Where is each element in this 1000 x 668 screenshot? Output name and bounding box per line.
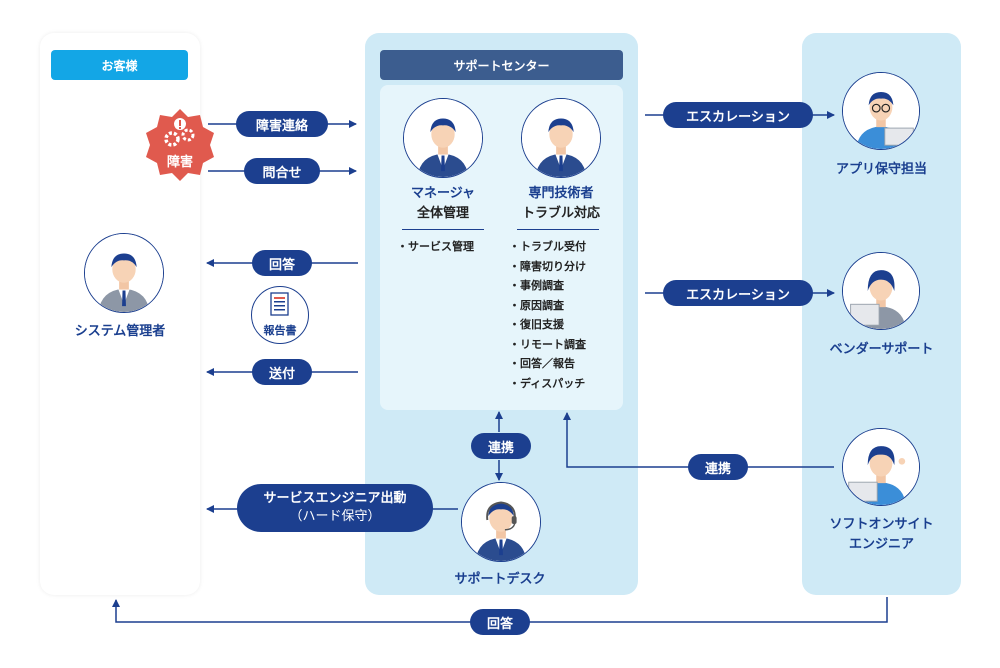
engineer-title: 専門技術者 トラブル対応 (505, 184, 617, 224)
person-avatar-icon (843, 253, 919, 329)
manager-title-line2: 全体管理 (416, 206, 469, 221)
engineer-title-line1: 専門技術者 (528, 186, 594, 201)
person-avatar-icon (404, 99, 482, 177)
onsite-engineer-avatar (842, 428, 920, 506)
dispatch-line2: （ハード保守） (289, 509, 381, 524)
engineer-avatar (521, 98, 601, 178)
collab-onsite-pill: 連携 (688, 454, 748, 480)
send-pill: 送付 (252, 359, 312, 385)
manager-task-list: サービス管理 (397, 237, 474, 257)
onsite-engineer-label: ソフトオンサイト エンジニア (802, 515, 961, 555)
system-admin-avatar (84, 233, 164, 313)
person-avatar-icon (85, 234, 163, 312)
app-maintenance-label: アプリ保守担当 (835, 162, 927, 177)
engineer-task: トラブル受付 (509, 237, 586, 257)
onsite-engineer-line2: エンジニア (848, 537, 914, 552)
person-avatar-icon (522, 99, 600, 177)
person-avatar-icon (843, 429, 919, 505)
manager-separator (402, 229, 484, 230)
inquiry-pill: 問合せ (244, 158, 320, 184)
dispatch-pill: サービスエンジニア出動 （ハード保守） (237, 484, 433, 532)
collab-desk-pill: 連携 (471, 433, 531, 459)
support-center-header: サポートセンター (380, 50, 623, 80)
support-desk-avatar (461, 482, 541, 562)
manager-title-line1: マネージャ (410, 186, 476, 201)
customer-header: お客様 (51, 50, 188, 80)
report-document: 報告書 (251, 286, 309, 344)
vendor-support-avatar (842, 252, 920, 330)
report-document-icon (270, 292, 289, 316)
engineer-task: 事例調査 (509, 276, 586, 296)
app-maintenance-avatar (842, 72, 920, 150)
report-label: 報告書 (263, 324, 297, 337)
manager-avatar (403, 98, 483, 178)
engineer-task: 障害切り分け (509, 257, 586, 277)
escalation-pill-2: エスカレーション (663, 280, 813, 306)
engineer-task: 復旧支援 (509, 315, 586, 335)
engineer-task-list: トラブル受付 障害切り分け 事例調査 原因調査 復旧支援 リモート調査 回答／報… (509, 237, 586, 393)
manager-title: マネージャ 全体管理 (395, 184, 491, 224)
answer-pill: 回答 (252, 250, 312, 276)
vendor-support-label: ベンダーサポート (829, 342, 934, 357)
support-desk-label: サポートデスク (454, 572, 546, 587)
manager-task: サービス管理 (397, 237, 474, 257)
bottom-answer-pill: 回答 (470, 609, 530, 635)
headset-icon (462, 483, 540, 561)
engineer-separator (517, 229, 599, 230)
engineer-task: 回答／報告 (509, 354, 586, 374)
onsite-engineer-line1: ソフトオンサイト (829, 517, 934, 532)
engineer-task: 原因調査 (509, 296, 586, 316)
system-admin-label: システム管理者 (74, 324, 166, 339)
engineer-task: ディスパッチ (509, 374, 586, 394)
alert-badge: 障害 (140, 105, 220, 185)
person-avatar-icon (843, 73, 919, 149)
escalation-pill-1: エスカレーション (663, 102, 813, 128)
incident-report-pill: 障害連絡 (236, 111, 328, 137)
alert-gear-icon (146, 109, 214, 181)
engineer-task: リモート調査 (509, 335, 586, 355)
dispatch-line1: サービスエンジニア出動 (263, 491, 407, 506)
alert-label: 障害 (166, 155, 193, 170)
engineer-title-line2: トラブル対応 (521, 206, 600, 221)
